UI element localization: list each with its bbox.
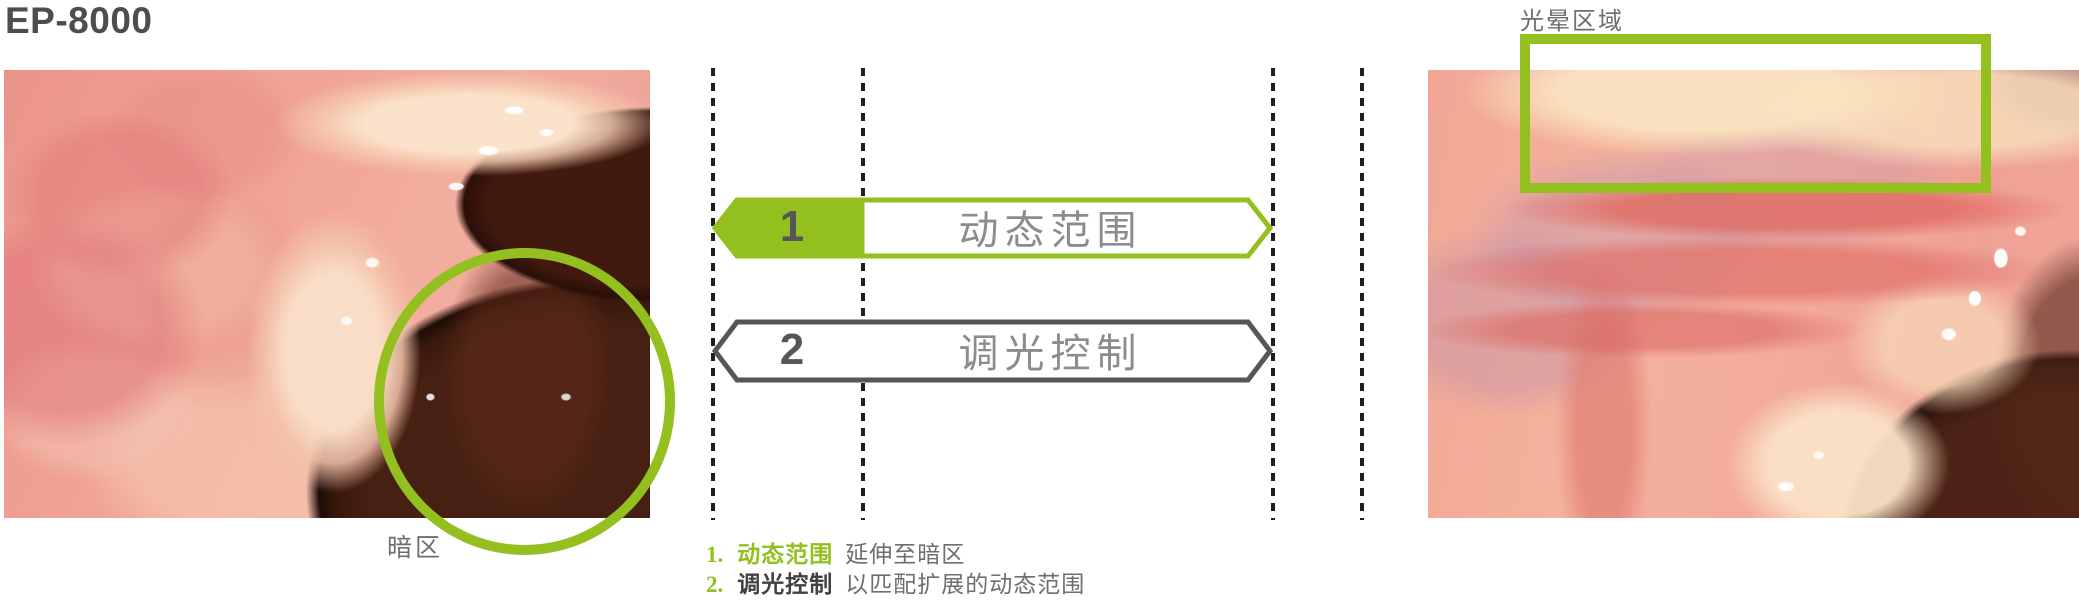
dashed-guide-line-1: [711, 68, 715, 520]
dark-area-circle-annotation: [374, 248, 675, 555]
banner-2-number: 2: [779, 325, 805, 374]
dashed-guide-line-4: [1360, 68, 1364, 520]
halo-area-label: 光晕区域: [1520, 9, 1624, 35]
dashed-guide-line-2: [861, 68, 865, 520]
dashed-guide-line-3: [1271, 68, 1275, 520]
legend-item-dimming-control: 2. 调光控制以匹配扩展的动态范围: [706, 570, 1085, 600]
legend-2-number: 2.: [706, 572, 724, 597]
banner-dynamic-range: 1 动态范围: [712, 197, 1273, 259]
legend: 1. 动态范围延伸至暗区 2. 调光控制以匹配扩展的动态范围: [706, 540, 1085, 600]
legend-1-keyword: 动态范围: [737, 542, 834, 567]
endoscopy-image-halo-area: [1428, 70, 2079, 518]
banner-dimming-control: 2 调光控制: [712, 319, 1273, 383]
legend-item-dynamic-range: 1. 动态范围延伸至暗区: [706, 540, 1085, 570]
legend-2-description: 以匹配扩展的动态范围: [845, 572, 1086, 597]
legend-1-description: 延伸至暗区: [845, 542, 966, 567]
banner-1-label: 动态范围: [958, 207, 1143, 253]
legend-1-number: 1.: [706, 542, 724, 567]
banner-1-hexagon-shape: [712, 197, 1273, 259]
halo-area-rect-annotation: [1520, 34, 1991, 193]
dark-area-label: 暗区: [386, 535, 443, 562]
banner-2-label: 调光控制: [958, 330, 1143, 376]
legend-2-keyword: 调光控制: [737, 572, 834, 597]
banner-1-number: 1: [779, 202, 805, 251]
banner-2-hexagon-shape: [712, 319, 1273, 383]
page-title: EP-8000: [5, 0, 153, 41]
